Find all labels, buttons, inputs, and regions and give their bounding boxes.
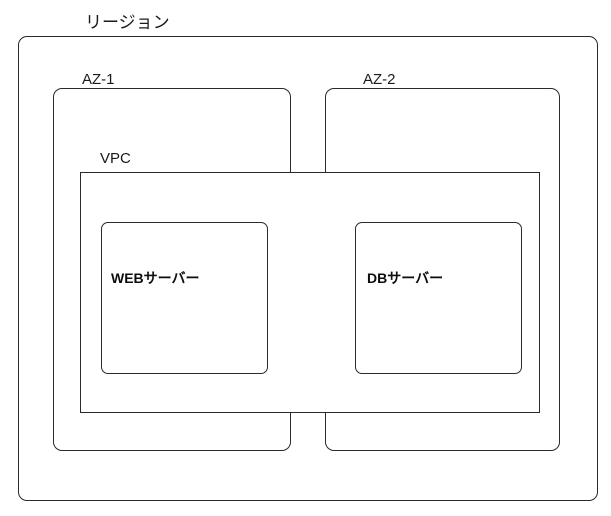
web-server-label: WEBサーバー: [111, 270, 200, 286]
db-server-label: DBサーバー: [367, 270, 444, 286]
az-2-label: AZ-2: [363, 71, 396, 88]
vpc-label: VPC: [100, 150, 131, 167]
web-server-node[interactable]: [101, 222, 268, 374]
db-server-node[interactable]: [355, 222, 522, 374]
az-1-label: AZ-1: [82, 71, 115, 88]
region-label: リージョン: [85, 13, 170, 32]
